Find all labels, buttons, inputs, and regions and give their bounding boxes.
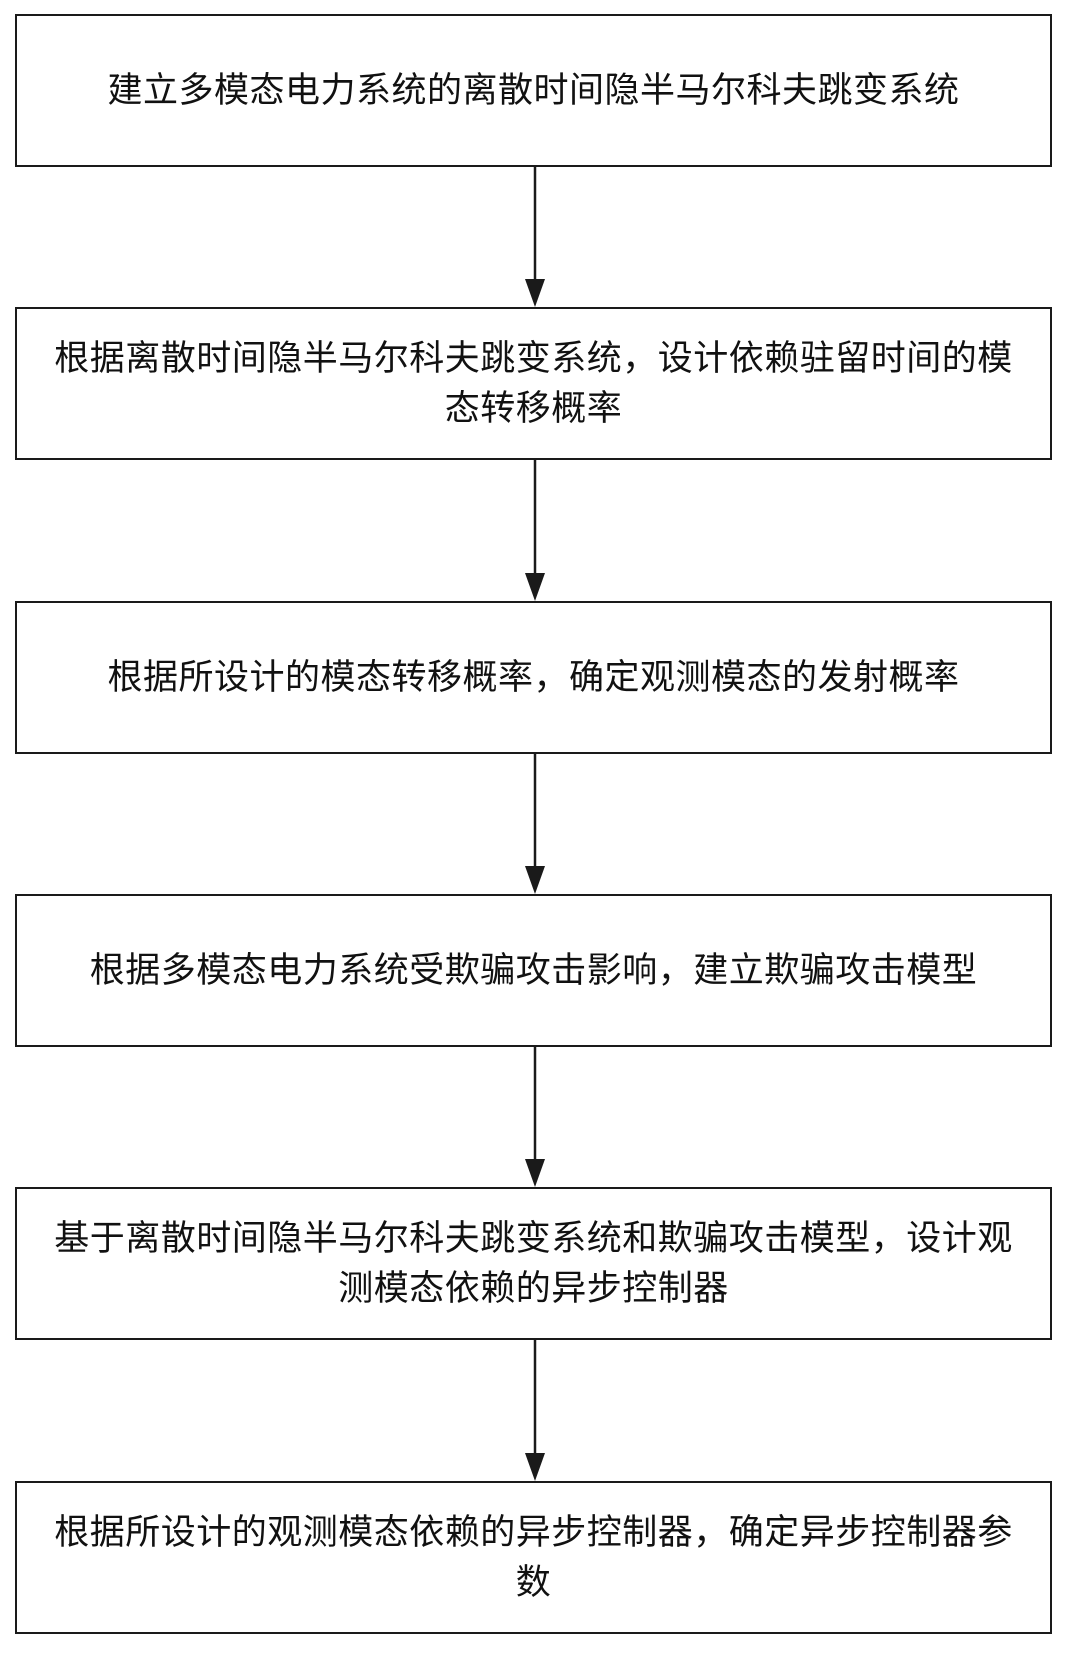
arrow-4-to-5 — [525, 1047, 545, 1187]
step-box-6: 根据所设计的观测模态依赖的异步控制器，确定异步控制器参数 — [15, 1481, 1052, 1634]
step-text-4: 根据多模态电力系统受欺骗攻击影响，建立欺骗攻击模型 — [89, 950, 978, 991]
step-text-2: 根据离散时间隐半马尔科夫跳变系统，设计依赖驻留时间的模态转移概率 — [54, 338, 1013, 429]
step-text-1: 建立多模态电力系统的离散时间隐半马尔科夫跳变系统 — [107, 70, 960, 111]
arrow-3-to-4 — [525, 754, 545, 894]
step-box-1: 建立多模态电力系统的离散时间隐半马尔科夫跳变系统 — [15, 14, 1052, 167]
step-box-2: 根据离散时间隐半马尔科夫跳变系统，设计依赖驻留时间的模态转移概率 — [15, 307, 1052, 460]
step-box-5: 基于离散时间隐半马尔科夫跳变系统和欺骗攻击模型，设计观测模态依赖的异步控制器 — [15, 1187, 1052, 1340]
step-text-3: 根据所设计的模态转移概率，确定观测模态的发射概率 — [107, 657, 960, 698]
step-text-6: 根据所设计的观测模态依赖的异步控制器，确定异步控制器参数 — [54, 1512, 1013, 1603]
arrow-2-to-3 — [525, 460, 545, 601]
arrow-1-to-2 — [525, 167, 545, 307]
arrow-5-to-6 — [525, 1340, 545, 1481]
step-text-5: 基于离散时间隐半马尔科夫跳变系统和欺骗攻击模型，设计观测模态依赖的异步控制器 — [54, 1218, 1013, 1309]
step-box-4: 根据多模态电力系统受欺骗攻击影响，建立欺骗攻击模型 — [15, 894, 1052, 1047]
step-box-3: 根据所设计的模态转移概率，确定观测模态的发射概率 — [15, 601, 1052, 754]
